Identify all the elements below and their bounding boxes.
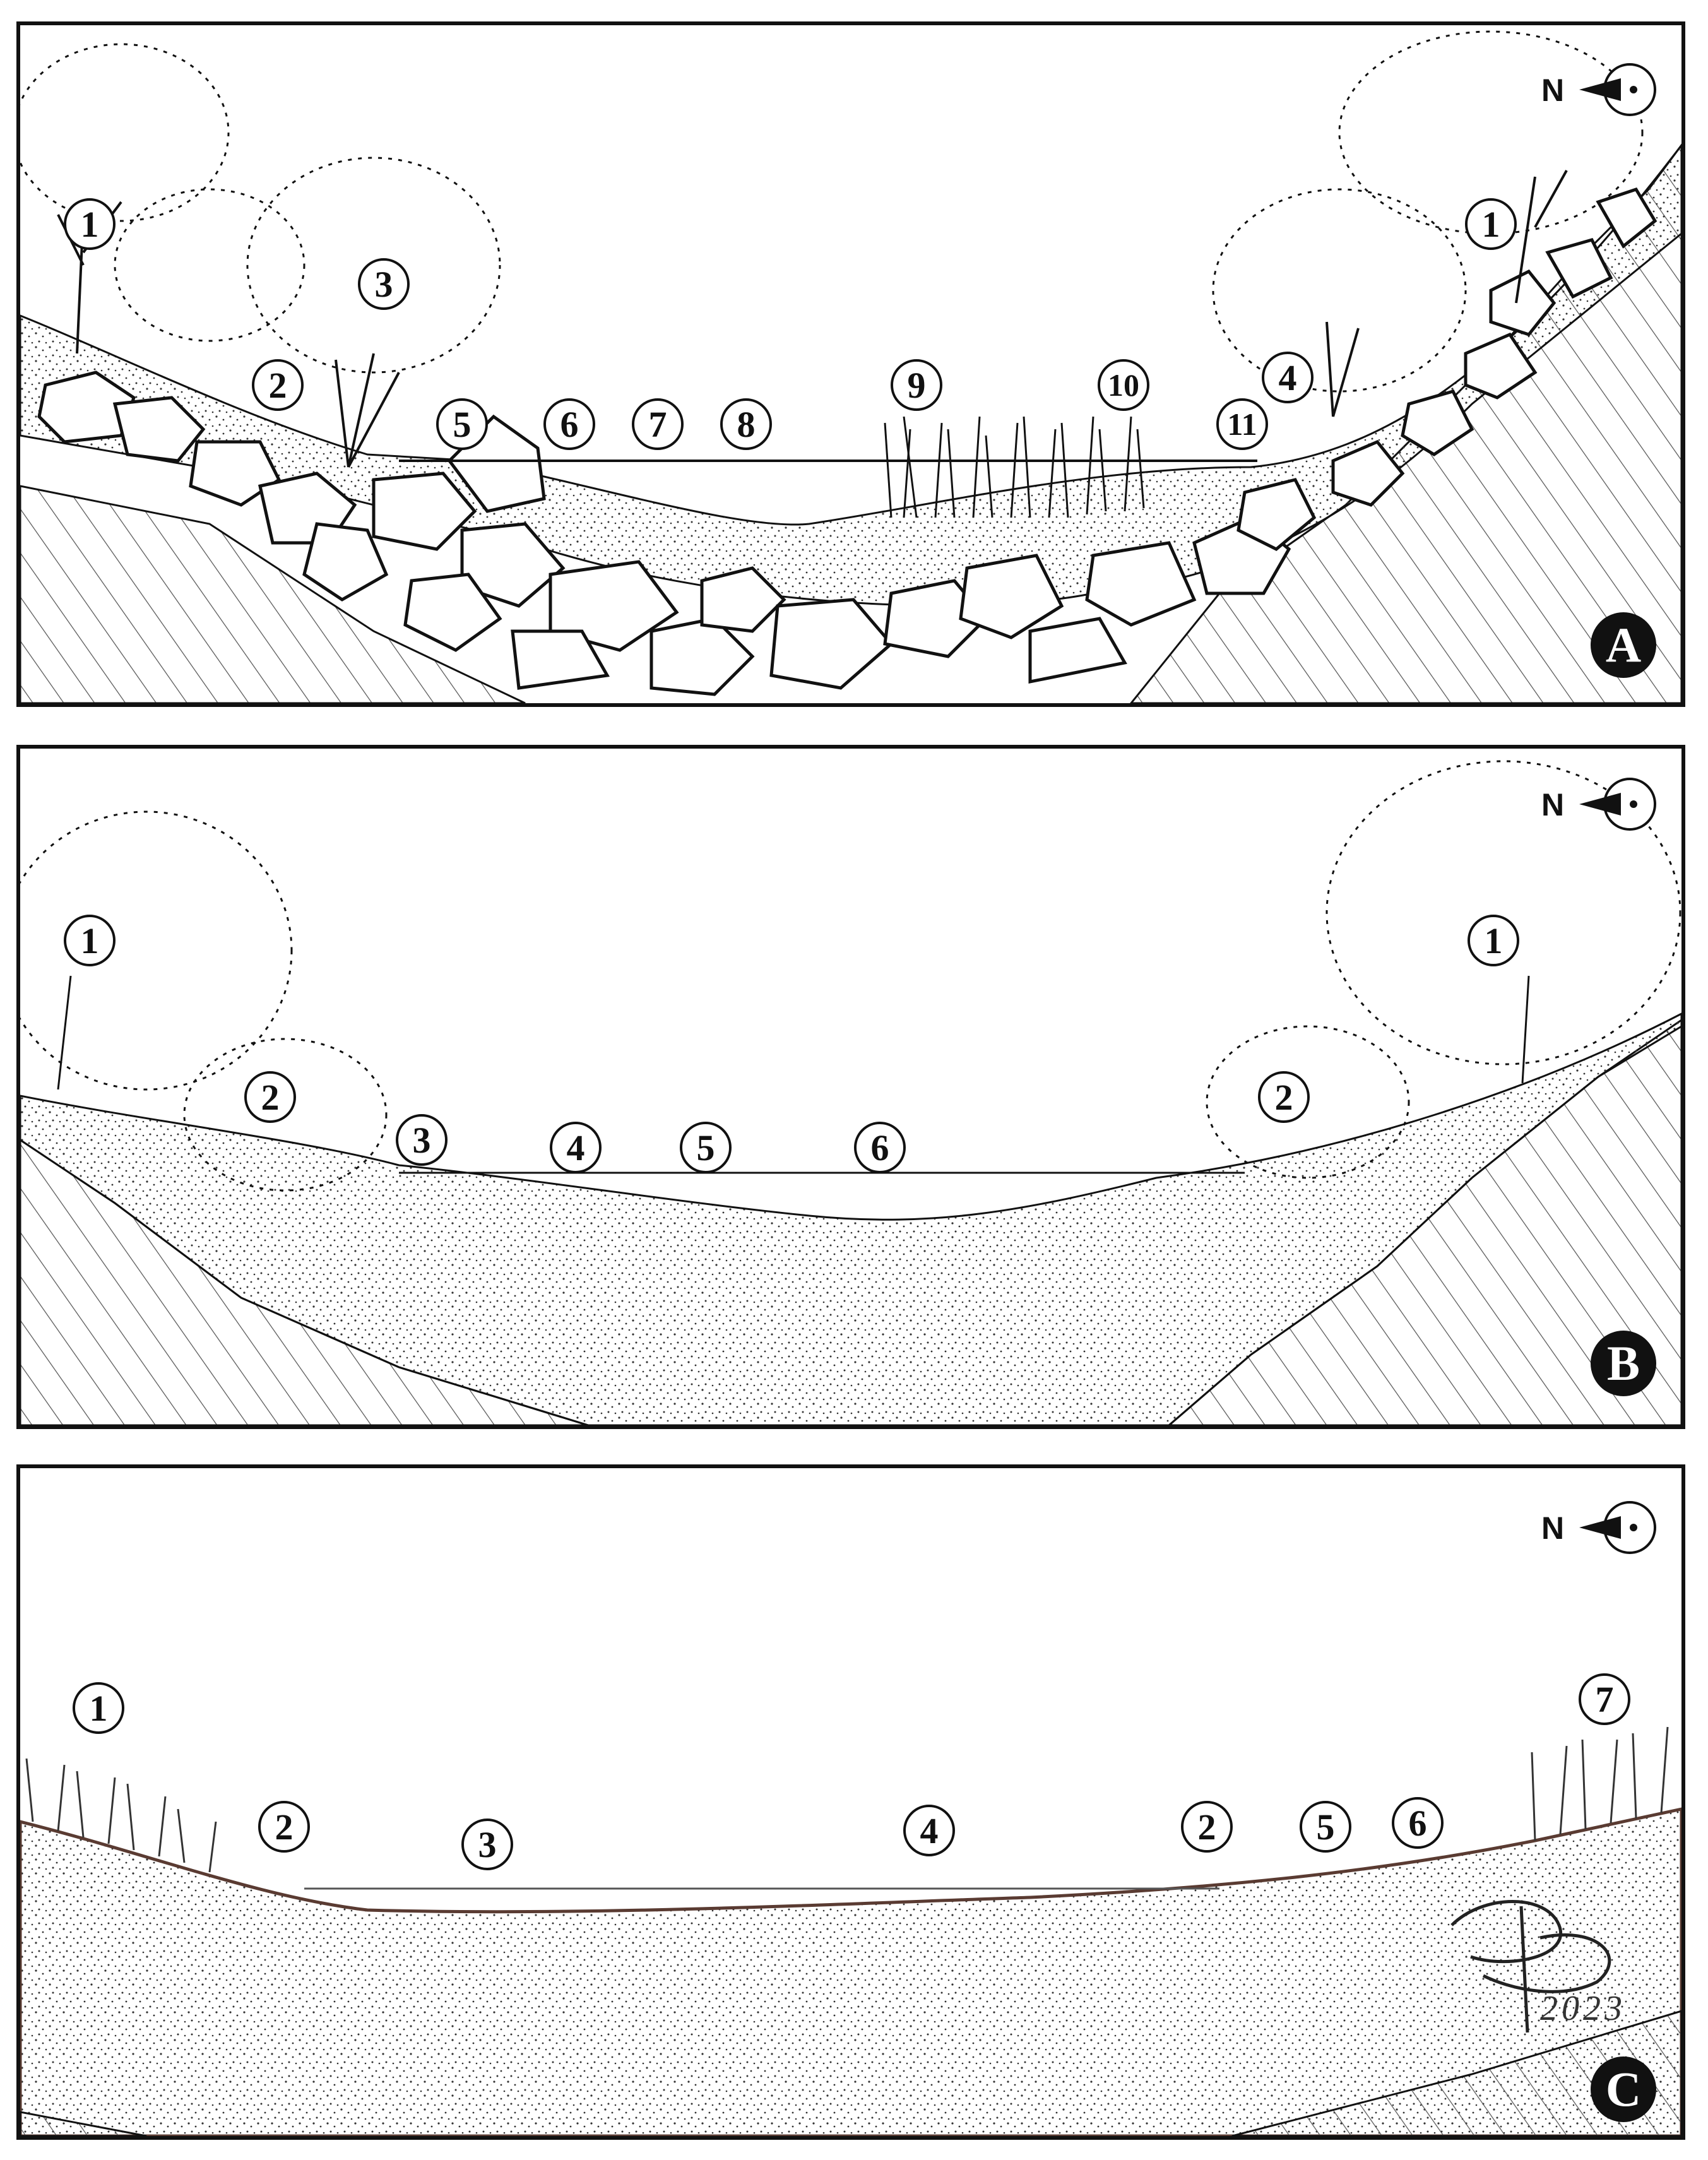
label-c-7: 7 (1579, 1673, 1630, 1725)
label-a-6: 6 (543, 398, 595, 450)
trees-b (20, 760, 1681, 1192)
north-label: N (1541, 1510, 1565, 1546)
north-label: N (1541, 73, 1565, 108)
panel-letter-c: C (1591, 2056, 1656, 2122)
grasses-c (25, 1726, 1669, 1873)
label-a-5: 5 (436, 398, 488, 450)
label-c-2-left: 2 (258, 1801, 310, 1853)
label-a-11: 11 (1216, 398, 1268, 450)
label-b-6: 6 (854, 1122, 906, 1173)
panel-letter-a: A (1591, 612, 1656, 678)
north-compass-icon (1579, 63, 1656, 116)
panel-c-scene (20, 1726, 1681, 2136)
label-b-3: 3 (396, 1114, 448, 1166)
trees-right (1212, 30, 1644, 417)
north-compass-icon (1579, 1501, 1656, 1554)
panel-b-scene (20, 760, 1681, 1425)
label-c-2-right: 2 (1181, 1801, 1233, 1853)
label-a-1-left: 1 (64, 198, 116, 250)
north-label: N (1541, 787, 1565, 822)
panel-letter-b: B (1591, 1331, 1656, 1396)
label-a-8: 8 (720, 398, 772, 450)
label-a-7: 7 (632, 398, 684, 450)
reeds (884, 416, 1145, 518)
label-a-4: 4 (1262, 352, 1314, 403)
north-arrow-b: N (1541, 778, 1661, 834)
panel-c: 1 2 3 4 2 5 6 7 C N (16, 1464, 1685, 2140)
north-compass-icon (1579, 778, 1656, 831)
signature-year: 2023 (1540, 1989, 1626, 2028)
panel-b: 1 1 2 2 3 4 5 6 B N (16, 745, 1685, 1429)
label-a-10: 10 (1098, 359, 1149, 411)
label-b-1-left: 1 (64, 915, 116, 966)
label-b-4: 4 (550, 1122, 602, 1173)
label-c-6: 6 (1392, 1797, 1444, 1849)
label-c-1: 1 (73, 1682, 124, 1734)
label-b-1-right: 1 (1468, 915, 1519, 966)
north-arrow-a: N (1541, 63, 1661, 120)
north-arrow-c: N (1541, 1501, 1661, 1558)
label-b-5: 5 (680, 1122, 732, 1173)
artist-signature (1450, 1900, 1611, 2033)
label-a-9: 9 (891, 359, 942, 411)
label-c-5: 5 (1300, 1801, 1351, 1853)
label-b-2-right: 2 (1258, 1071, 1310, 1123)
label-a-3: 3 (358, 258, 410, 310)
label-a-2: 2 (252, 359, 304, 411)
label-a-1-right: 1 (1465, 198, 1517, 250)
label-c-3: 3 (461, 1819, 513, 1870)
panel-a: 1 1 2 3 4 5 6 7 8 9 10 11 A N (16, 21, 1685, 707)
label-b-2-left: 2 (244, 1071, 296, 1123)
label-c-4: 4 (903, 1805, 955, 1856)
